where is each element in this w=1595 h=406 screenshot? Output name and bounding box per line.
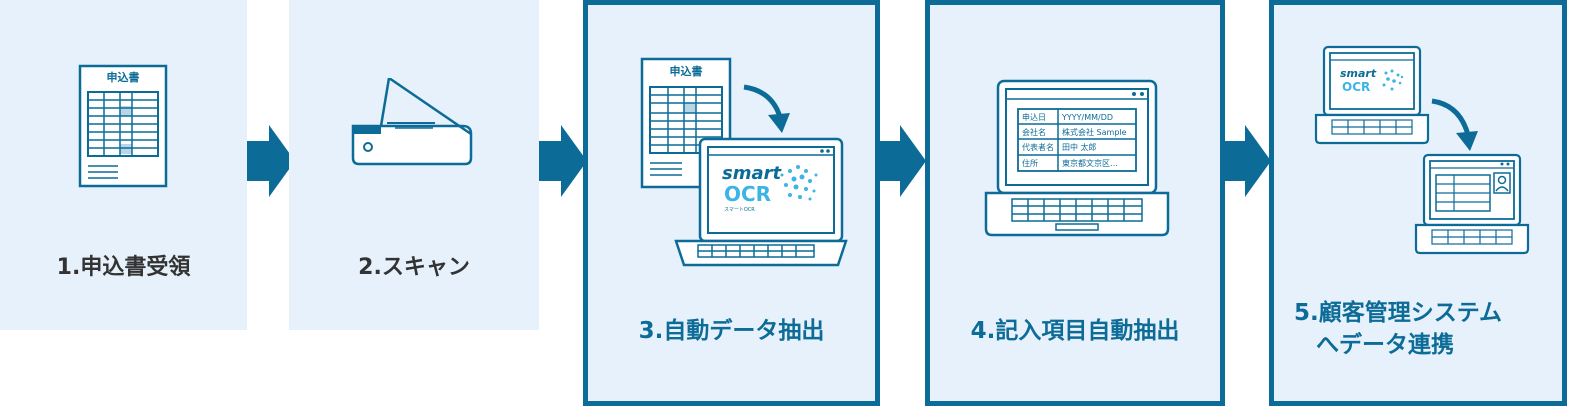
- application-form-icon: 申込書: [78, 64, 168, 188]
- step-5-label-line2: へデータ連携: [1316, 332, 1454, 358]
- field-label-address: 住所: [1022, 158, 1038, 168]
- field-value-representative: 田中 太郎: [1062, 142, 1097, 152]
- field-label-company: 会社名: [1022, 127, 1046, 137]
- step-3-label: 3.自動データ抽出: [638, 318, 825, 344]
- step-4-panel: 申込日 YYYY/MM/DD 会社名 株式会社 Sample 代表者名 田中 太…: [925, 0, 1225, 406]
- field-label-date: 申込日: [1022, 112, 1046, 122]
- arrow-right-icon: [880, 125, 926, 197]
- field-value-company: 株式会社 Sample: [1062, 127, 1127, 137]
- form-title: 申込書: [670, 64, 703, 78]
- arrow-right-icon: [247, 125, 295, 197]
- scanner-icon: [351, 78, 473, 166]
- form-title: 申込書: [107, 70, 140, 84]
- step-2-panel: 2.スキャン: [289, 0, 539, 330]
- step-5-label-line1: 5.顧客管理システム: [1294, 300, 1503, 326]
- logo-smart: smart: [1340, 67, 1377, 80]
- step-1-panel: 申込書 1.申込書受領: [0, 0, 247, 330]
- arrow-right-icon: [539, 125, 587, 197]
- logo-sub: スマートOCR: [724, 207, 755, 213]
- logo-ocr: OCR: [724, 182, 771, 206]
- ocr-dots-icon: [1382, 69, 1404, 91]
- field-value-date: YYYY/MM/DD: [1061, 113, 1113, 122]
- step-5-panel: smart OCR: [1269, 0, 1567, 406]
- arrow-right-icon: [1225, 125, 1271, 197]
- laptop-form-illustration: 申込日 YYYY/MM/DD 会社名 株式会社 Sample 代表者名 田中 太…: [984, 79, 1170, 237]
- step-2-label: 2.スキャン: [358, 255, 470, 280]
- ocr-dots-icon: [780, 165, 818, 201]
- form-to-ocr-illustration: 申込書 smart OCR スマートOCR: [640, 57, 848, 267]
- field-value-address: 東京都文京区…: [1062, 158, 1118, 168]
- step-1-label: 1.申込書受領: [56, 255, 191, 280]
- user-avatar-icon: [1493, 172, 1511, 194]
- logo-ocr: OCR: [1342, 80, 1370, 94]
- ocr-to-crm-illustration: smart OCR: [1314, 45, 1530, 255]
- field-label-representative: 代表者名: [1022, 142, 1054, 152]
- step-4-label: 4.記入項目自動抽出: [970, 318, 1180, 344]
- logo-smart: smart: [722, 163, 782, 184]
- step-3-panel: 申込書 smart OCR スマートOCR: [583, 0, 880, 406]
